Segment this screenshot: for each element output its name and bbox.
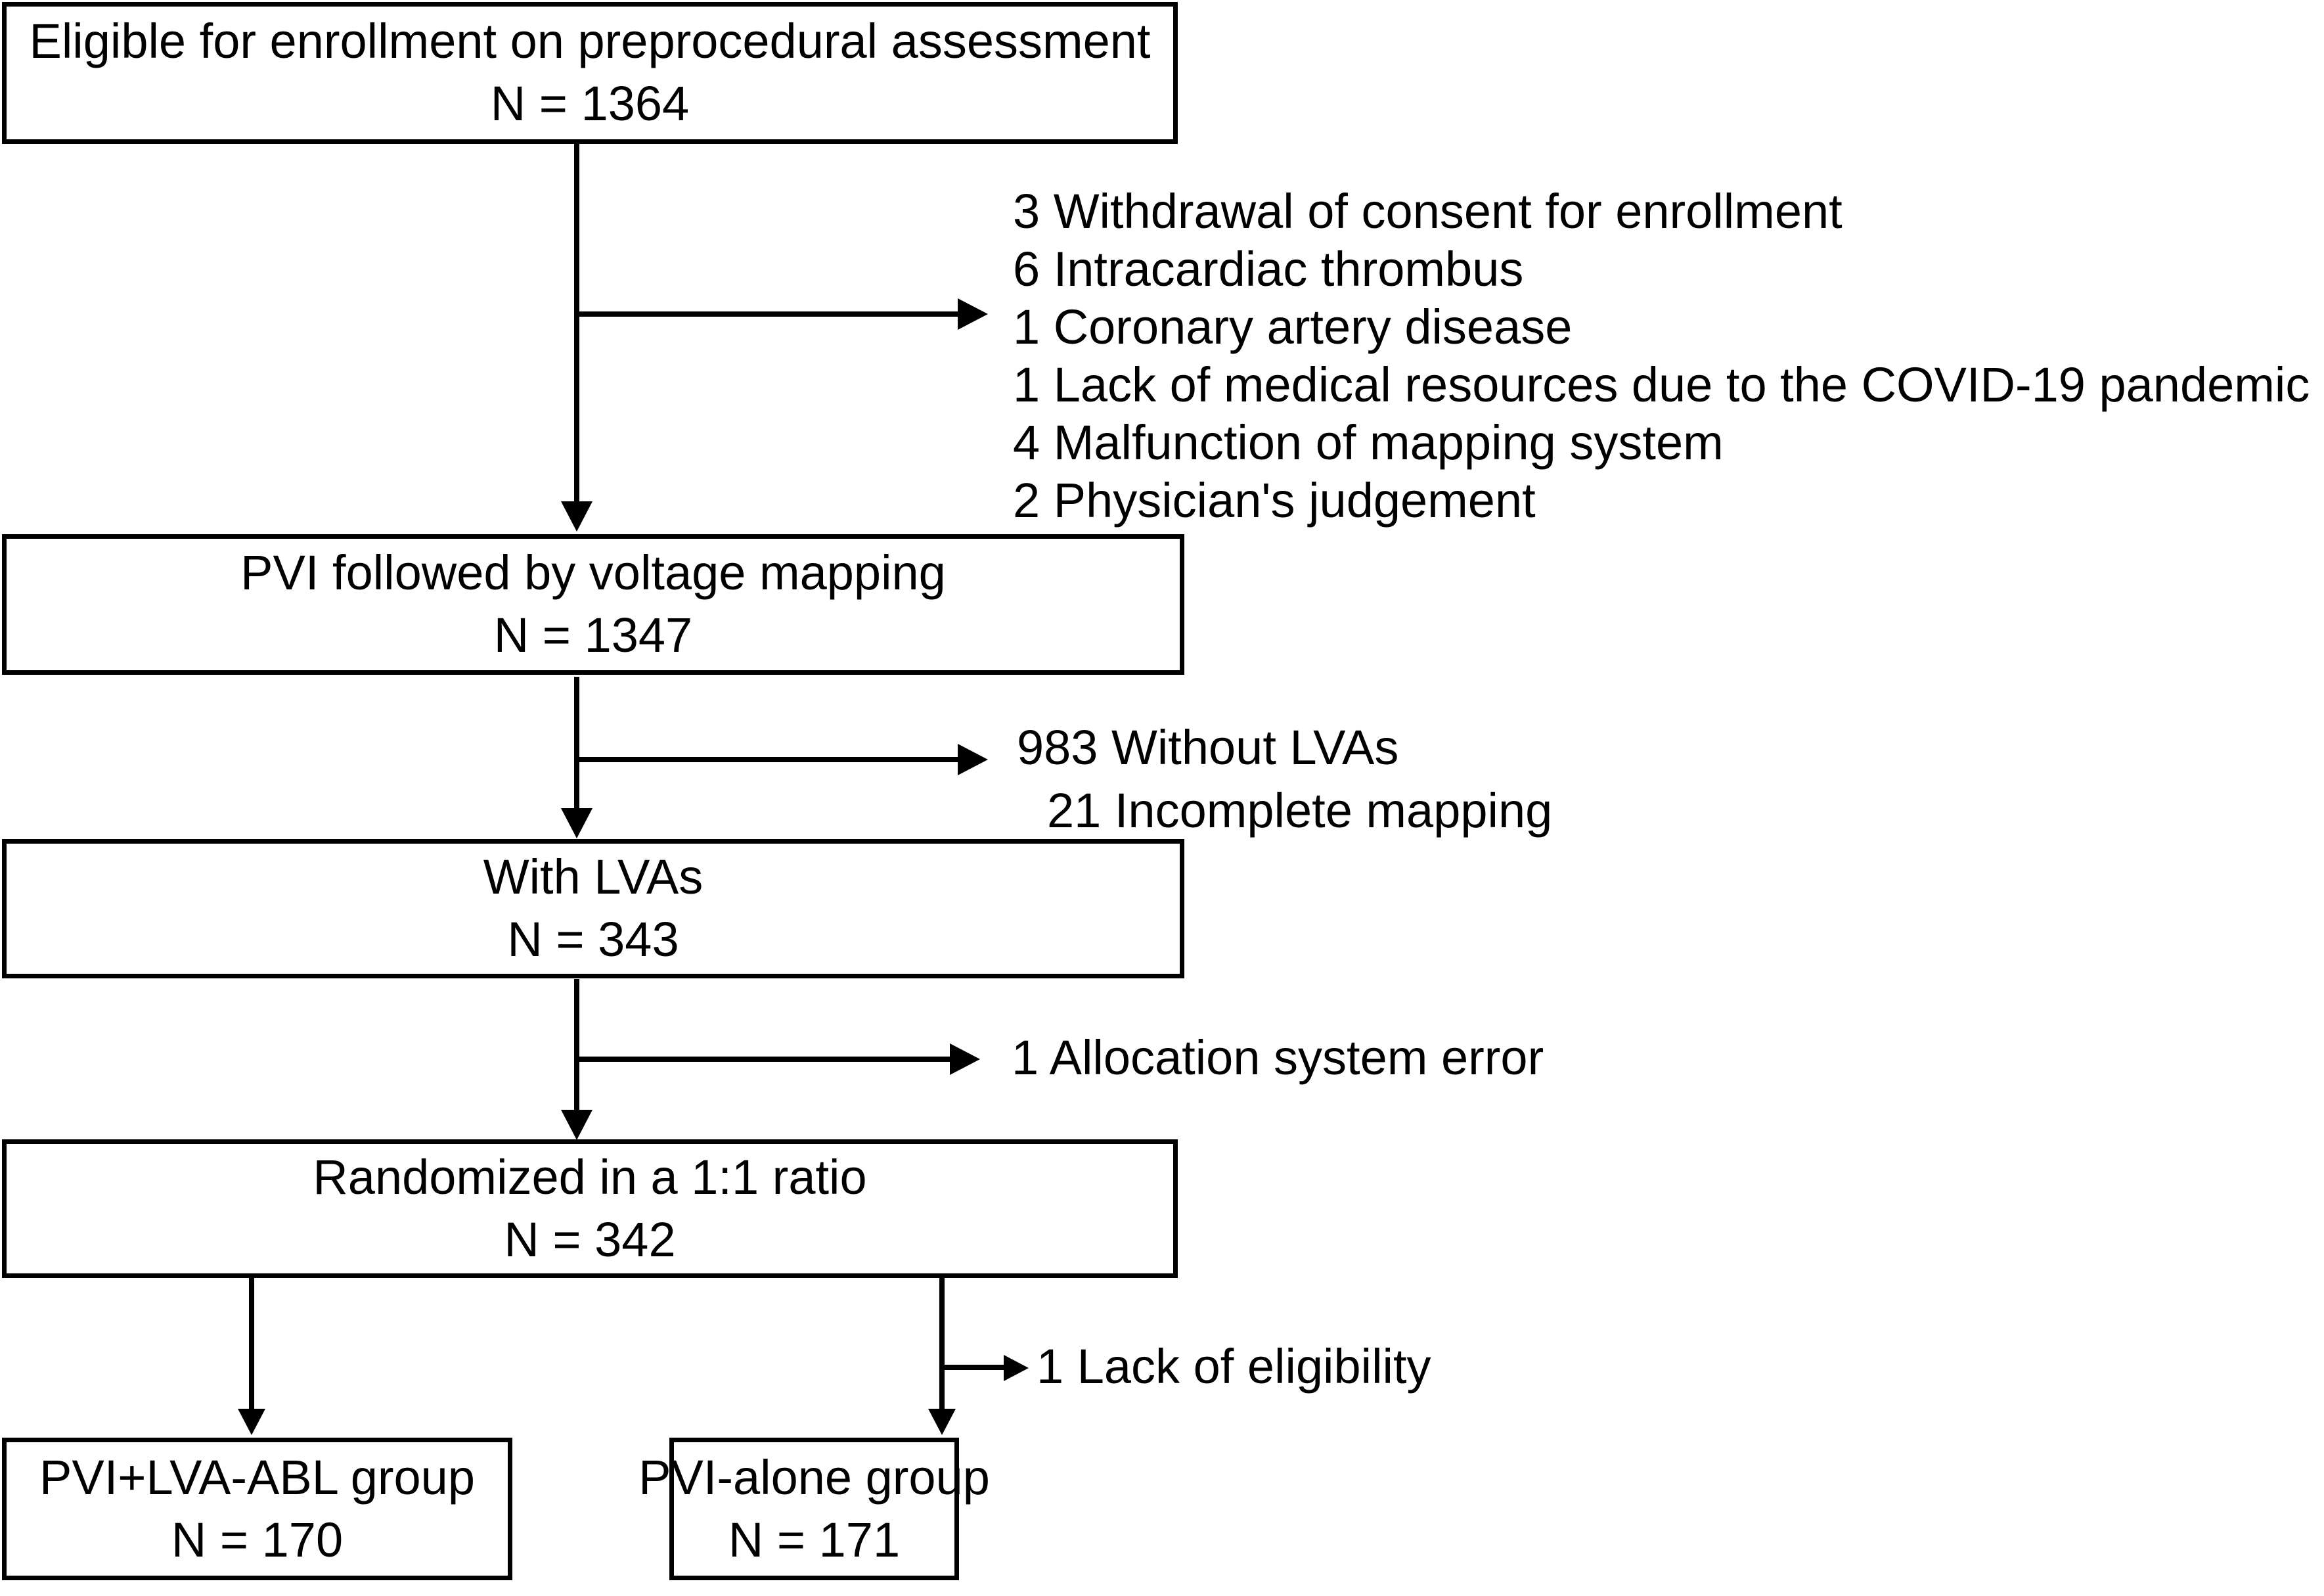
arrowhead-right-enrollment-exclusions bbox=[958, 298, 988, 330]
box-pvi-title: PVI followed by voltage mapping bbox=[240, 545, 946, 601]
connector-with-lvas-to-randomized bbox=[574, 979, 579, 1112]
connector-branch-mapping-exclusions bbox=[577, 757, 959, 762]
connector-randomized-to-pvi-lva-abl bbox=[249, 1278, 254, 1411]
arrowhead-down-to-randomized bbox=[561, 1110, 592, 1140]
exclusion-item: 4 Malfunction of mapping system bbox=[1013, 415, 1724, 470]
connector-pvi-to-with-lvas bbox=[574, 677, 579, 811]
arrowhead-down-to-pvi bbox=[561, 501, 592, 532]
exclusion-item: 6 Intracardiac thrombus bbox=[1013, 242, 1524, 296]
arrowhead-right-group-exclusion bbox=[1004, 1355, 1029, 1381]
box-with-lvas-count: N = 343 bbox=[507, 912, 679, 967]
box-pvi-voltage-mapping: PVI followed by voltage mapping N = 1347 bbox=[2, 534, 1184, 675]
box-with-lvas-title: With LVAs bbox=[483, 850, 704, 905]
box-with-lvas: With LVAs N = 343 bbox=[2, 839, 1184, 978]
box-pvi-lva-abl-group: PVI+LVA-ABL group N = 170 bbox=[2, 1438, 512, 1580]
box-eligible-count: N = 1364 bbox=[490, 76, 690, 131]
connector-branch-group-exclusion bbox=[942, 1365, 1005, 1370]
box-pvi-alone-count: N = 171 bbox=[728, 1512, 901, 1567]
box-pvi-alone-group: PVI-alone group N = 171 bbox=[638, 1438, 990, 1580]
arrowhead-down-to-pvi-lva-abl bbox=[238, 1409, 265, 1435]
exclusion-item: 21 Incomplete mapping bbox=[1047, 783, 1553, 838]
exclusion-lack-of-eligibility: 1 Lack of eligibility bbox=[1037, 1339, 1431, 1394]
box-randomized-count: N = 342 bbox=[504, 1212, 676, 1267]
exclusions-enrollment-list: 3 Withdrawal of consent for enrollment 6… bbox=[1013, 183, 2310, 530]
box-pvi-lva-abl-count: N = 170 bbox=[171, 1512, 344, 1567]
arrowhead-down-to-with-lvas bbox=[561, 808, 592, 838]
box-randomized: Randomized in a 1:1 ratio N = 342 bbox=[2, 1139, 1178, 1278]
exclusion-item: 1 Coronary artery disease bbox=[1013, 300, 1573, 354]
box-eligible-title: Eligible for enrollment on preprocedural… bbox=[29, 14, 1151, 69]
exclusion-item: 1 Lack of medical resources due to the C… bbox=[1013, 357, 2310, 412]
box-randomized-title: Randomized in a 1:1 ratio bbox=[313, 1149, 867, 1204]
connector-eligible-to-pvi bbox=[574, 144, 579, 504]
arrowhead-right-mapping-exclusions bbox=[958, 744, 988, 775]
arrowhead-down-to-pvi-alone bbox=[928, 1409, 956, 1435]
box-eligible-for-enrollment: Eligible for enrollment on preprocedural… bbox=[2, 2, 1178, 144]
connector-branch-enrollment-exclusions bbox=[577, 311, 959, 317]
exclusion-item: 3 Withdrawal of consent for enrollment bbox=[1013, 184, 1843, 239]
box-pvi-lva-abl-title: PVI+LVA-ABL group bbox=[39, 1449, 475, 1505]
connector-randomized-to-pvi-alone bbox=[939, 1278, 945, 1411]
exclusion-item: 2 Physician's judgement bbox=[1013, 473, 1536, 528]
exclusion-allocation-system-error: 1 Allocation system error bbox=[1012, 1030, 1544, 1085]
exclusions-mapping-list: 983 Without LVAs 21 Incomplete mapping bbox=[1017, 716, 1552, 842]
exclusion-item: 983 Without LVAs bbox=[1017, 720, 1399, 775]
box-pvi-count: N = 1347 bbox=[493, 608, 693, 662]
arrowhead-right-allocation-exclusion bbox=[950, 1043, 980, 1075]
connector-branch-allocation-exclusion bbox=[577, 1057, 951, 1062]
box-pvi-alone-title: PVI-alone group bbox=[638, 1449, 990, 1505]
